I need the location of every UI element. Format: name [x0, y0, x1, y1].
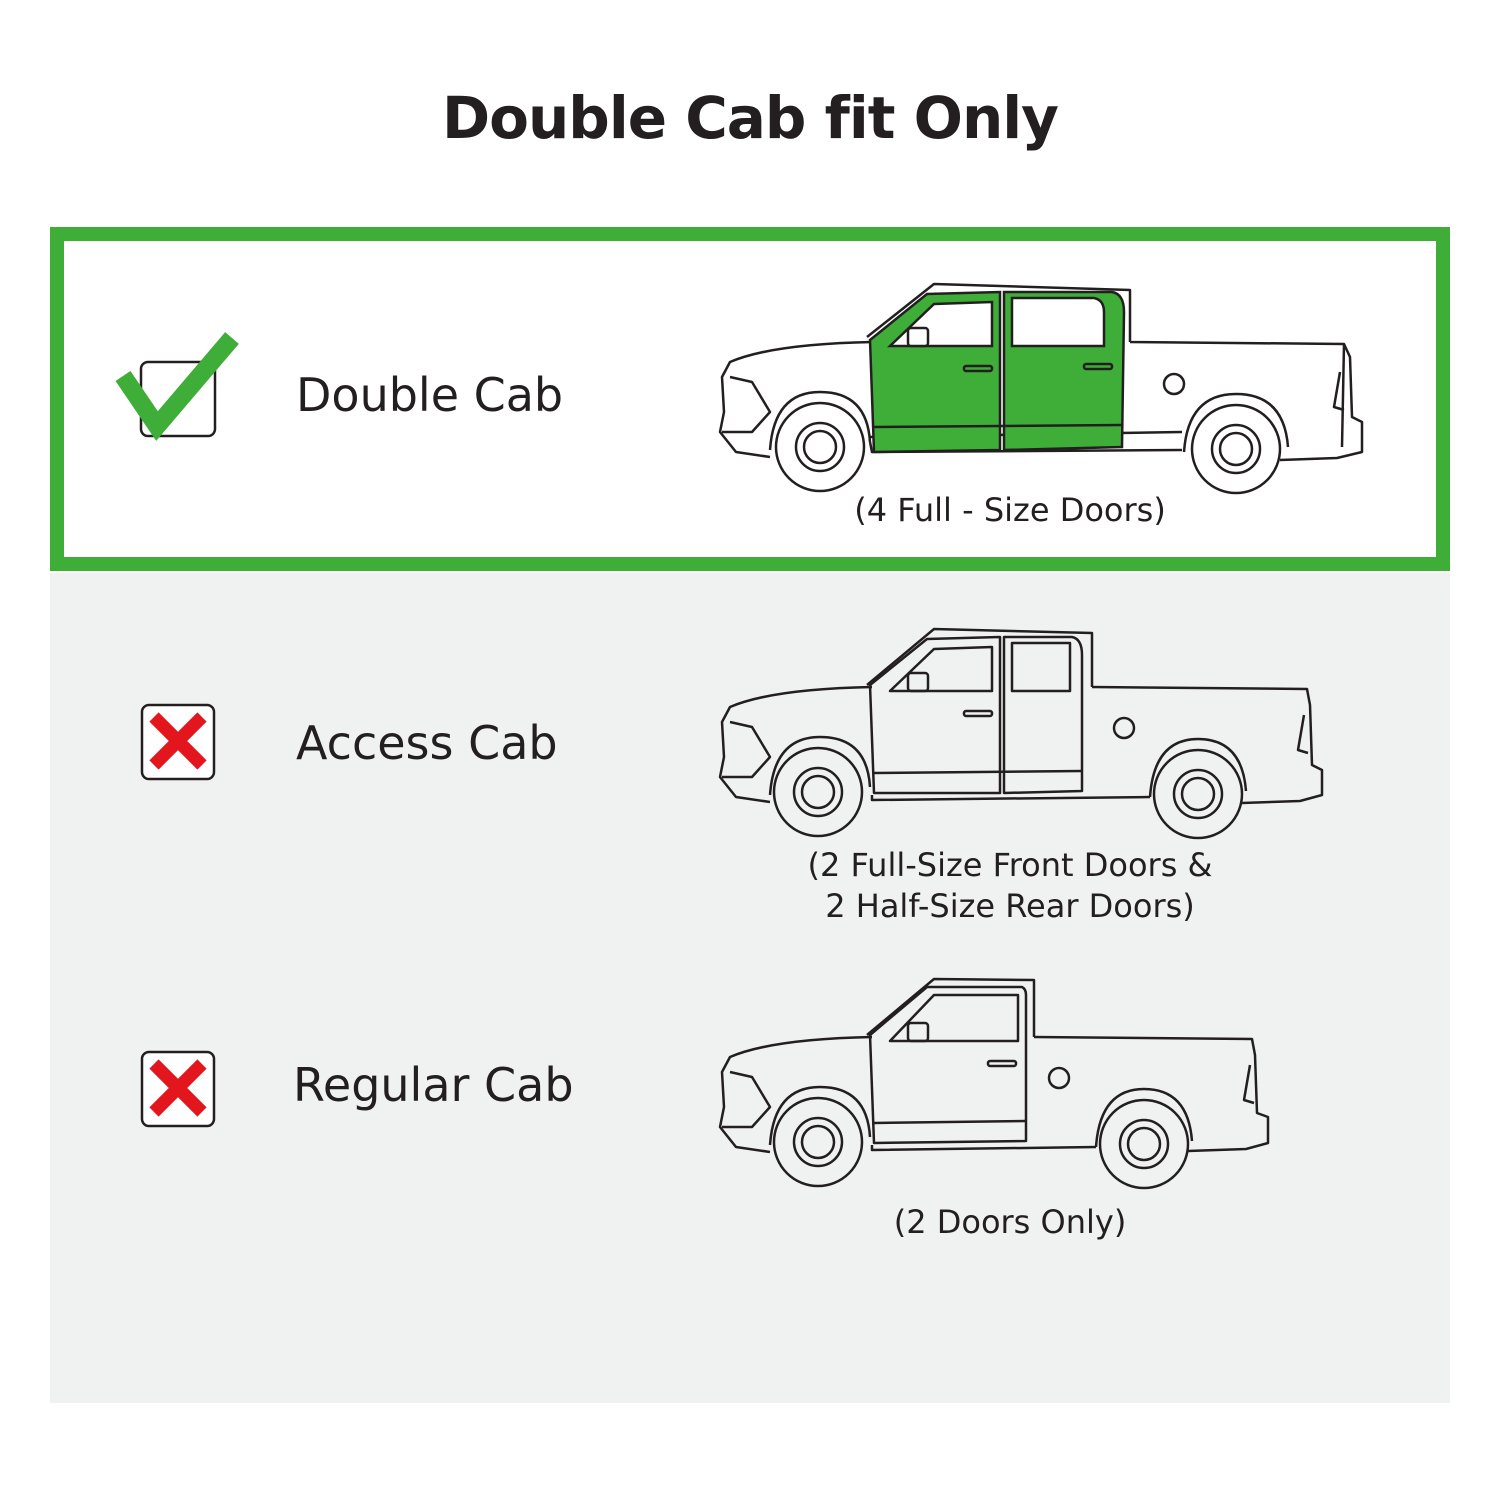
option-label-regular-cab: Regular Cab: [293, 1058, 574, 1112]
caption-line: (2 Doors Only): [893, 1203, 1127, 1241]
caption-line: (4 Full - Size Doors): [854, 491, 1166, 529]
compatible-highlight-box: [50, 227, 1450, 571]
double-cab-truck-icon: [718, 282, 1364, 495]
caption-line: (2 Full-Size Front Doors &: [807, 846, 1213, 884]
x-mark-icon: [140, 703, 216, 781]
regular-cab-caption: (2 Doors Only): [840, 1202, 1180, 1243]
regular-cab-truck-icon: [718, 977, 1270, 1190]
option-label-double-cab: Double Cab: [296, 368, 564, 422]
check-icon: [115, 332, 239, 441]
option-label-access-cab: Access Cab: [296, 716, 558, 770]
double-cab-caption: (4 Full - Size Doors): [820, 490, 1200, 531]
caption-line: 2 Half-Size Rear Doors): [825, 887, 1195, 925]
access-cab-caption: (2 Full-Size Front Doors & 2 Half-Size R…: [790, 845, 1230, 927]
x-mark-icon: [140, 1050, 216, 1128]
access-cab-truck-icon: [718, 627, 1324, 840]
page-title: Double Cab fit Only: [442, 84, 1059, 152]
incompatible-panel: [50, 573, 1450, 1403]
